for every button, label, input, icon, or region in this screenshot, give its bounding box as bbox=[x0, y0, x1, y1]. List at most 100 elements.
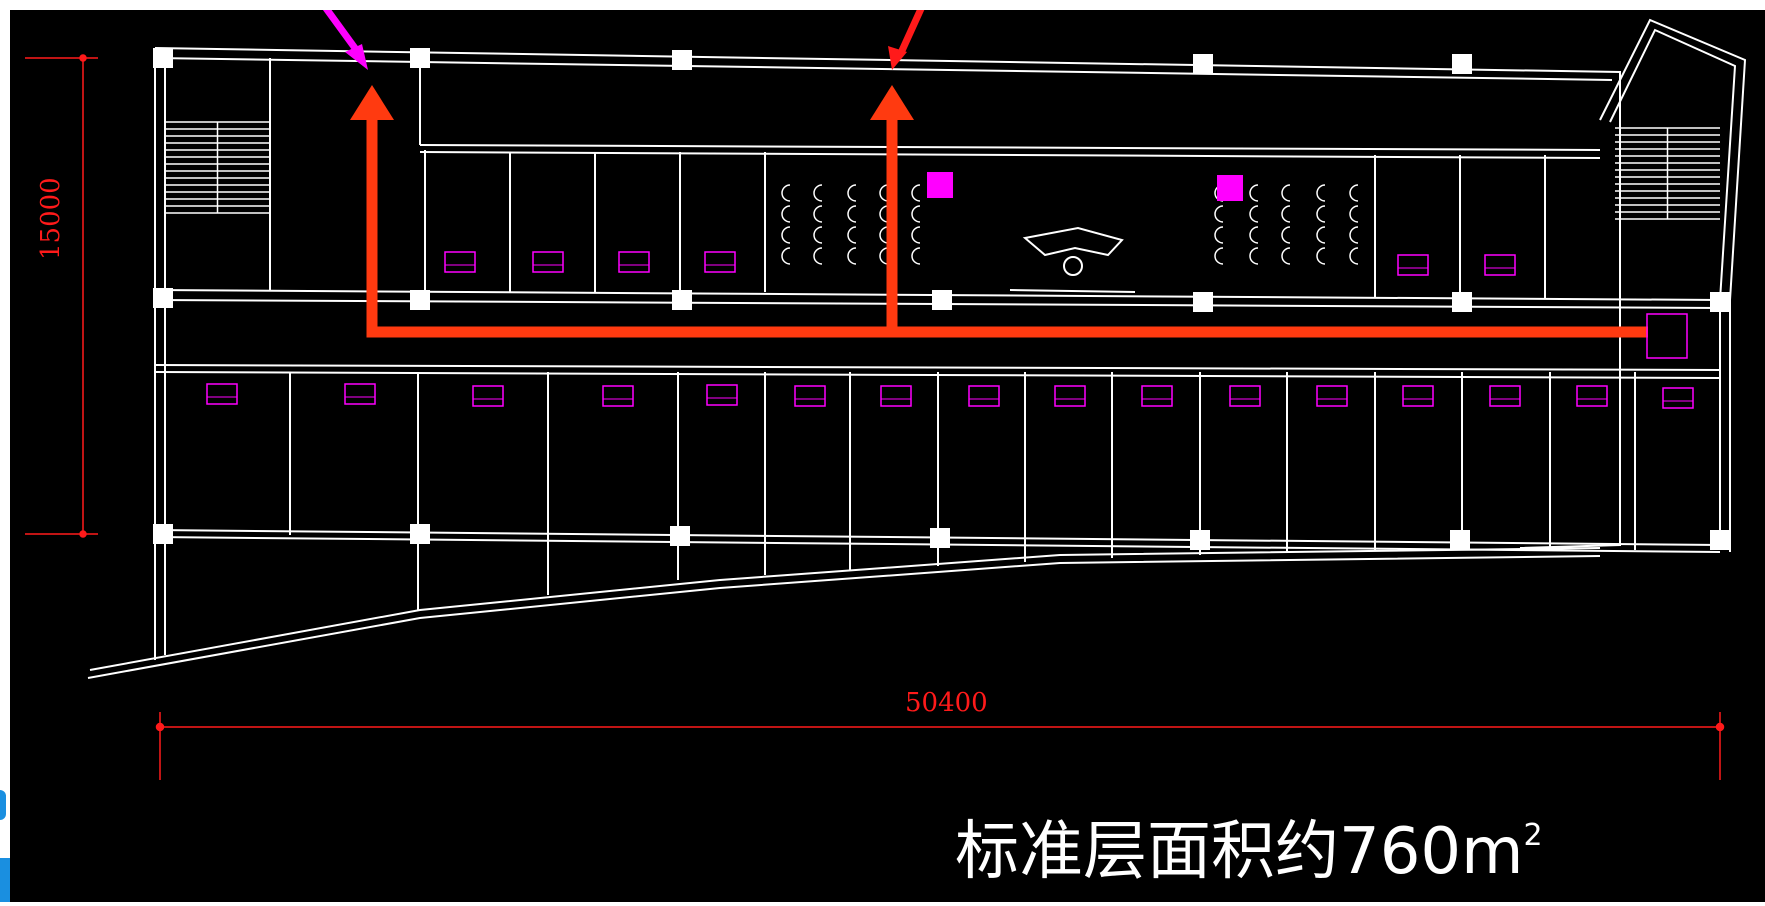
desk-icon bbox=[1489, 385, 1521, 407]
chair-icon bbox=[1349, 247, 1359, 265]
chair-icon bbox=[813, 226, 823, 244]
desk-icon bbox=[1054, 385, 1086, 407]
column-icon bbox=[410, 290, 430, 310]
desk-icon bbox=[444, 251, 476, 273]
chair-icon bbox=[1316, 205, 1326, 223]
chair-icon bbox=[1316, 247, 1326, 265]
desk-icon bbox=[1141, 385, 1173, 407]
column-icon bbox=[930, 528, 950, 548]
chair-icon bbox=[1349, 205, 1359, 223]
column-icon bbox=[1452, 54, 1472, 74]
brand-mark bbox=[0, 790, 6, 820]
chair-icon bbox=[911, 205, 921, 223]
desk-icon bbox=[880, 385, 912, 407]
desk-icon bbox=[1576, 385, 1608, 407]
chair-icon bbox=[847, 226, 857, 244]
dimension-lines bbox=[25, 54, 1725, 780]
column-icon bbox=[153, 524, 173, 544]
chair-icon bbox=[1349, 184, 1359, 202]
chair-icon bbox=[1281, 205, 1291, 223]
floor-plan-canvas bbox=[10, 0, 1765, 902]
desk-icon bbox=[344, 383, 376, 405]
chair-icon bbox=[1249, 205, 1259, 223]
outer-walls bbox=[87, 18, 1747, 679]
route-arrow-icon bbox=[870, 85, 914, 120]
chair-icon bbox=[1281, 247, 1291, 265]
area-caption-superscript: 2 bbox=[1523, 818, 1543, 853]
desk-icon bbox=[704, 251, 736, 273]
chair-icon bbox=[1349, 226, 1359, 244]
desk-icon bbox=[532, 251, 564, 273]
evacuation-route bbox=[366, 118, 1648, 338]
equipment-box bbox=[1646, 313, 1688, 359]
column-icon bbox=[153, 48, 173, 68]
chair-icon bbox=[813, 247, 823, 265]
chair-icon bbox=[1316, 226, 1326, 244]
width-dimension-label: 50400 bbox=[905, 688, 988, 718]
desk-icon bbox=[968, 385, 1000, 407]
desk-icon bbox=[206, 383, 238, 405]
chair-icon bbox=[879, 247, 889, 265]
column-icon bbox=[1193, 292, 1213, 312]
column-icon bbox=[1190, 530, 1210, 550]
column-icon bbox=[932, 290, 952, 310]
chair-icon bbox=[879, 205, 889, 223]
chair-icon bbox=[813, 184, 823, 202]
chair-icon bbox=[1214, 226, 1224, 244]
projector-icon bbox=[927, 172, 953, 198]
desk-icon bbox=[1402, 385, 1434, 407]
projector-icon bbox=[1217, 175, 1243, 201]
column-icon bbox=[1452, 292, 1472, 312]
column-icon bbox=[153, 288, 173, 308]
brand-bar bbox=[0, 858, 12, 902]
chair-icon bbox=[781, 226, 791, 244]
column-icon bbox=[1710, 292, 1730, 312]
desk-icon bbox=[602, 385, 634, 407]
chair-icon bbox=[781, 184, 791, 202]
chair-icon bbox=[781, 247, 791, 265]
chair-icon bbox=[879, 184, 889, 202]
chair-icon bbox=[847, 205, 857, 223]
route-arrow-icon bbox=[350, 85, 394, 120]
podium bbox=[1009, 226, 1136, 293]
top-room-partitions bbox=[269, 58, 1546, 298]
chair-icon bbox=[847, 247, 857, 265]
column-icon bbox=[1193, 54, 1213, 74]
chair-icon bbox=[911, 226, 921, 244]
lecture-seating bbox=[781, 184, 1359, 265]
stair-icon bbox=[1615, 127, 1720, 220]
chair-icon bbox=[911, 184, 921, 202]
chair-icon bbox=[1214, 205, 1224, 223]
column-icon bbox=[672, 50, 692, 70]
column-icon bbox=[672, 290, 692, 310]
desk-icon bbox=[618, 251, 650, 273]
chair-icon bbox=[781, 205, 791, 223]
column-icon bbox=[1710, 530, 1730, 550]
desk-icon bbox=[706, 384, 738, 406]
desk-icon bbox=[1484, 254, 1516, 276]
floor-plan-drawing bbox=[25, 0, 1747, 780]
bottom-room-partitions bbox=[289, 372, 1636, 610]
column-icon bbox=[410, 48, 430, 68]
desk-icon bbox=[1397, 254, 1429, 276]
column-icon bbox=[410, 524, 430, 544]
chair-icon bbox=[1281, 184, 1291, 202]
chair-icon bbox=[911, 247, 921, 265]
stair-icon bbox=[165, 121, 270, 214]
chair-icon bbox=[847, 184, 857, 202]
entry-arrow-icon bbox=[317, 0, 368, 70]
desk-icon bbox=[472, 385, 504, 407]
chair-icon bbox=[1316, 184, 1326, 202]
area-caption-text: 标准层面积约760m bbox=[955, 815, 1524, 889]
area-caption: 标准层面积约760m2 bbox=[955, 820, 1543, 884]
chair-icon bbox=[1249, 184, 1259, 202]
column-icon bbox=[670, 526, 690, 546]
desk-icon bbox=[1229, 385, 1261, 407]
chair-icon bbox=[1249, 247, 1259, 265]
chair-icon bbox=[1249, 226, 1259, 244]
desk-icon bbox=[1316, 385, 1348, 407]
entry-arrow-icon bbox=[888, 0, 929, 70]
desk-icon bbox=[794, 385, 826, 407]
desk-icon bbox=[1662, 387, 1694, 409]
